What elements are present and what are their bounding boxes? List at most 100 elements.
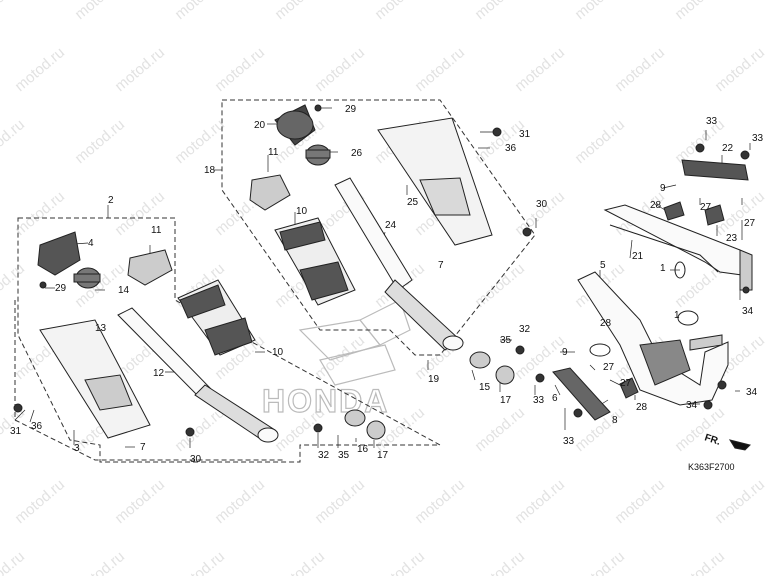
callout-number: 13	[95, 323, 107, 334]
callout-number: 6	[552, 393, 558, 404]
watermark-text: motod.ru	[72, 116, 128, 167]
exhaust-pipe-lower	[577, 271, 729, 406]
callout-number: 15	[479, 382, 491, 393]
muffler-left	[39, 319, 151, 439]
cone-left	[127, 249, 173, 286]
cap-left	[37, 231, 81, 276]
callout-number: 32	[519, 324, 531, 335]
callout-number: 34	[686, 400, 698, 411]
callout-number: 5	[600, 260, 606, 271]
cap-top	[274, 104, 316, 146]
exhaust-pipe-upper	[603, 204, 753, 291]
callout-number: 29	[55, 283, 67, 294]
callout-number: 27	[700, 202, 712, 213]
clamps	[589, 201, 725, 399]
watermark-text: motod.ru	[12, 188, 68, 239]
watermark-text: motod.ru	[672, 548, 728, 576]
watermark-text: motod.ru	[572, 0, 628, 23]
callout-number: 1	[674, 310, 680, 321]
callout-number: 1	[660, 263, 666, 274]
callout-number: 19	[428, 374, 440, 385]
callout-number: 28	[636, 402, 648, 413]
callout-number: 12	[153, 368, 165, 379]
watermark-text: motod.ru	[272, 548, 328, 576]
callout-number: 27	[744, 218, 756, 229]
watermark-text: motod.ru	[672, 116, 728, 167]
watermark-text: motod.ru	[612, 44, 668, 95]
cone-top	[249, 174, 291, 211]
silencer-core-top	[274, 217, 356, 306]
watermark-text: motod.ru	[0, 260, 28, 311]
watermark-text: motod.ru	[172, 548, 228, 576]
heat-guard	[681, 159, 749, 181]
callout-number: 28	[650, 200, 662, 211]
watermark-text: motod.ru	[212, 476, 268, 527]
callout-number: 17	[377, 450, 389, 461]
gaskets	[674, 261, 699, 326]
watermark-text: motod.ru	[572, 116, 628, 167]
callout-number: 26	[351, 148, 363, 159]
callout-number: 17	[500, 395, 512, 406]
callout-number: 23	[726, 233, 738, 244]
front-arrow-icon	[728, 439, 751, 451]
watermark-text: motod.ru	[0, 548, 28, 576]
watermark-text: motod.ru	[712, 476, 768, 527]
direction-label: FR.	[703, 432, 722, 448]
callout-number: 34	[746, 387, 758, 398]
callout-number: 34	[742, 306, 754, 317]
callout-number: 28	[600, 318, 612, 329]
callout-number: 24	[385, 220, 397, 231]
callout-number: 33	[752, 133, 764, 144]
watermark-text: motod.ru	[472, 404, 528, 455]
silencer-core-left	[177, 279, 256, 356]
watermark-text: motod.ru	[672, 404, 728, 455]
watermark-text: motod.ru	[0, 116, 28, 167]
watermark-text: motod.ru	[472, 548, 528, 576]
watermark-text: motod.ru	[612, 476, 668, 527]
watermark-text: motod.ru	[272, 0, 328, 23]
callout-number: 10	[296, 206, 308, 217]
watermark-text: motod.ru	[112, 476, 168, 527]
parts	[13, 104, 753, 451]
group-boxes	[14, 99, 536, 463]
callout-number: 7	[438, 260, 444, 271]
watermark-text: motod.ru	[412, 476, 468, 527]
watermark-text: motod.ru	[712, 44, 768, 95]
callout-number: 10	[272, 347, 284, 358]
watermark-text: motod.ru	[312, 44, 368, 95]
callout-number: 11	[268, 147, 279, 158]
callout-number: 27	[603, 362, 615, 373]
watermark-text: motod.ru	[12, 476, 68, 527]
callout-number: 18	[204, 165, 216, 176]
callout-number: 8	[612, 415, 618, 426]
watermark-text: motod.ru	[472, 0, 528, 23]
brand-logo-text: HONDA	[262, 383, 389, 419]
joints	[344, 351, 515, 440]
callout-number: 9	[562, 347, 568, 358]
watermark-text: motod.ru	[472, 260, 528, 311]
callout-number: 33	[706, 116, 718, 127]
bolts	[13, 104, 750, 437]
callout-number: 29	[345, 104, 357, 115]
callout-number: 36	[31, 421, 43, 432]
watermark-text: motod.ru	[412, 44, 468, 95]
callout-number: 33	[533, 395, 545, 406]
watermark-text: motod.ru	[12, 44, 68, 95]
callout-number: 22	[722, 143, 734, 154]
callout-number: 35	[338, 450, 350, 461]
bracket-top	[305, 144, 331, 166]
watermark-text: motod.ru	[212, 44, 268, 95]
callout-number: 31	[519, 129, 531, 140]
watermark-text: motod.ru	[572, 548, 628, 576]
callout-number: 33	[563, 436, 575, 447]
callout-number: 21	[632, 251, 644, 262]
watermark-text: motod.ru	[372, 0, 428, 23]
watermark-text: motod.ru	[172, 116, 228, 167]
leader-lines	[14, 107, 751, 448]
callout-number: 3	[74, 443, 80, 454]
callout-number: 25	[407, 197, 419, 208]
watermark-text: motod.ru	[512, 476, 568, 527]
